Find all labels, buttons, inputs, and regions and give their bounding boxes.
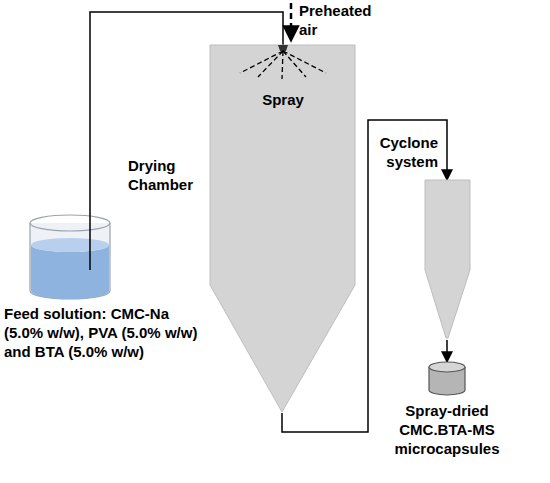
- node-label: Spray: [253, 91, 313, 110]
- node-label: Drying Chamber: [128, 157, 208, 195]
- spray-line: [283, 51, 326, 73]
- feed-beaker: Feed solution: CMC-Na (5.0% w/w), PVA (5…: [4, 215, 200, 366]
- spray-line: [258, 51, 283, 77]
- product-jar: Spray-dried CMC.BTA-MS microcapsules: [382, 362, 512, 463]
- node-label: Feed solution: CMC-Na (5.0% w/w), PVA (5…: [4, 305, 200, 361]
- chamber-body: [210, 45, 355, 412]
- beaker: [30, 215, 110, 299]
- drying-chamber-outline: [128, 45, 360, 413]
- cyclone: Cyclone system: [425, 180, 470, 340]
- spray-line: [283, 51, 306, 77]
- flow-line: [446, 340, 448, 362]
- cyclone-outline: [425, 180, 470, 340]
- spray-nozzle: [278, 45, 288, 51]
- collection-jar: [429, 362, 465, 395]
- node-label: Cyclone system: [368, 134, 438, 172]
- node-label: Spray-dried CMC.BTA-MS microcapsules: [382, 402, 512, 458]
- air-label: Preheated air: [299, 2, 383, 40]
- spray-line: [282, 51, 283, 79]
- air-inlet-arrow: [290, 3, 293, 41]
- spray-line: [240, 51, 283, 73]
- cyclone-body: [425, 180, 470, 338]
- drying-chamber: Drying Chamber Spray: [128, 45, 360, 413]
